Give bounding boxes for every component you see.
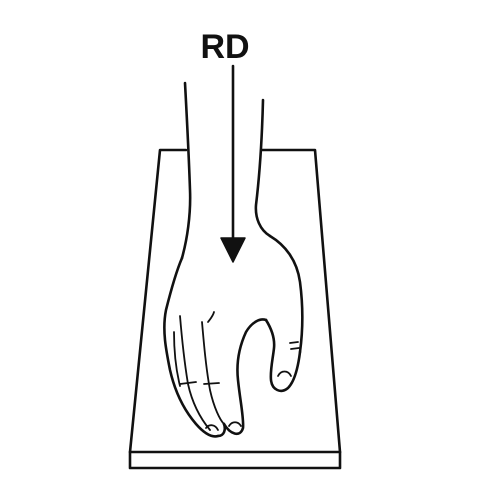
hand	[163, 234, 304, 438]
direction-label: RD	[200, 28, 249, 66]
support-board	[128, 148, 342, 470]
arrow-down-icon	[220, 64, 246, 263]
forearm	[180, 81, 272, 260]
